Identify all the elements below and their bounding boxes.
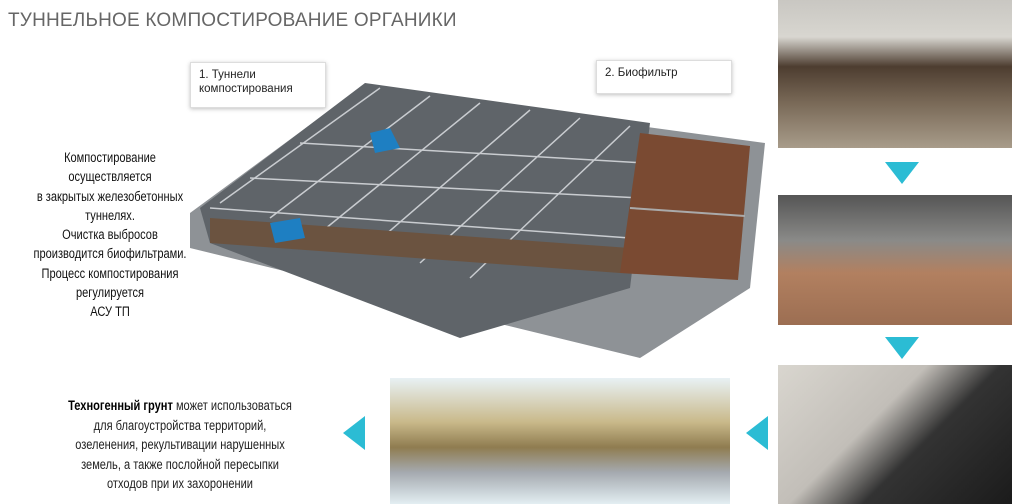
text-line: туннелях. xyxy=(85,207,135,223)
arrow-left-icon xyxy=(343,416,365,450)
compost-container-illustration xyxy=(390,378,730,504)
text-line: земель, а также послойной пересыпки xyxy=(81,456,279,472)
text-line: регулируется xyxy=(75,285,144,301)
loader-tunnel-photo xyxy=(778,0,1012,148)
arrow-left-icon xyxy=(746,416,768,450)
text-line: озеленения, рекультивации нарушенных xyxy=(75,437,285,452)
text-line: осуществляется xyxy=(68,169,152,185)
text-line: АСУ ТП xyxy=(90,304,130,320)
text-line: Очистка выбросов xyxy=(62,227,158,243)
arrow-down-icon xyxy=(885,162,919,184)
text-line: отходов при их захоронении xyxy=(107,476,253,491)
control-room-photo xyxy=(778,365,1012,504)
text-line: Компостирование xyxy=(64,150,156,165)
text-line: может использоваться xyxy=(172,398,292,413)
callout-tunnels: 1. Туннели компостирования xyxy=(190,62,326,108)
text-line: для благоустройства территорий, xyxy=(93,417,267,433)
technogenic-soil-text: Техногенный грунт может использоваться д… xyxy=(49,396,311,494)
text-line: Процесс компостирования xyxy=(41,265,179,281)
slide-title: ТУННЕЛЬНОЕ КОМПОСТИРОВАНИЕ ОРГАНИКИ xyxy=(8,10,457,31)
callout-biofilter: 2. Биофильтр xyxy=(596,60,732,94)
bold-term: Техногенный грунт xyxy=(68,398,173,413)
tunnel-facility-illustration xyxy=(190,83,765,358)
description-text: Компостирование осуществляется в закрыты… xyxy=(20,148,200,322)
text-line: производится биофильтрами. xyxy=(33,246,187,262)
tunnel-interior-photo xyxy=(778,195,1012,325)
text-line: в закрытых железобетонных xyxy=(36,188,184,204)
arrow-down-icon xyxy=(885,337,919,359)
